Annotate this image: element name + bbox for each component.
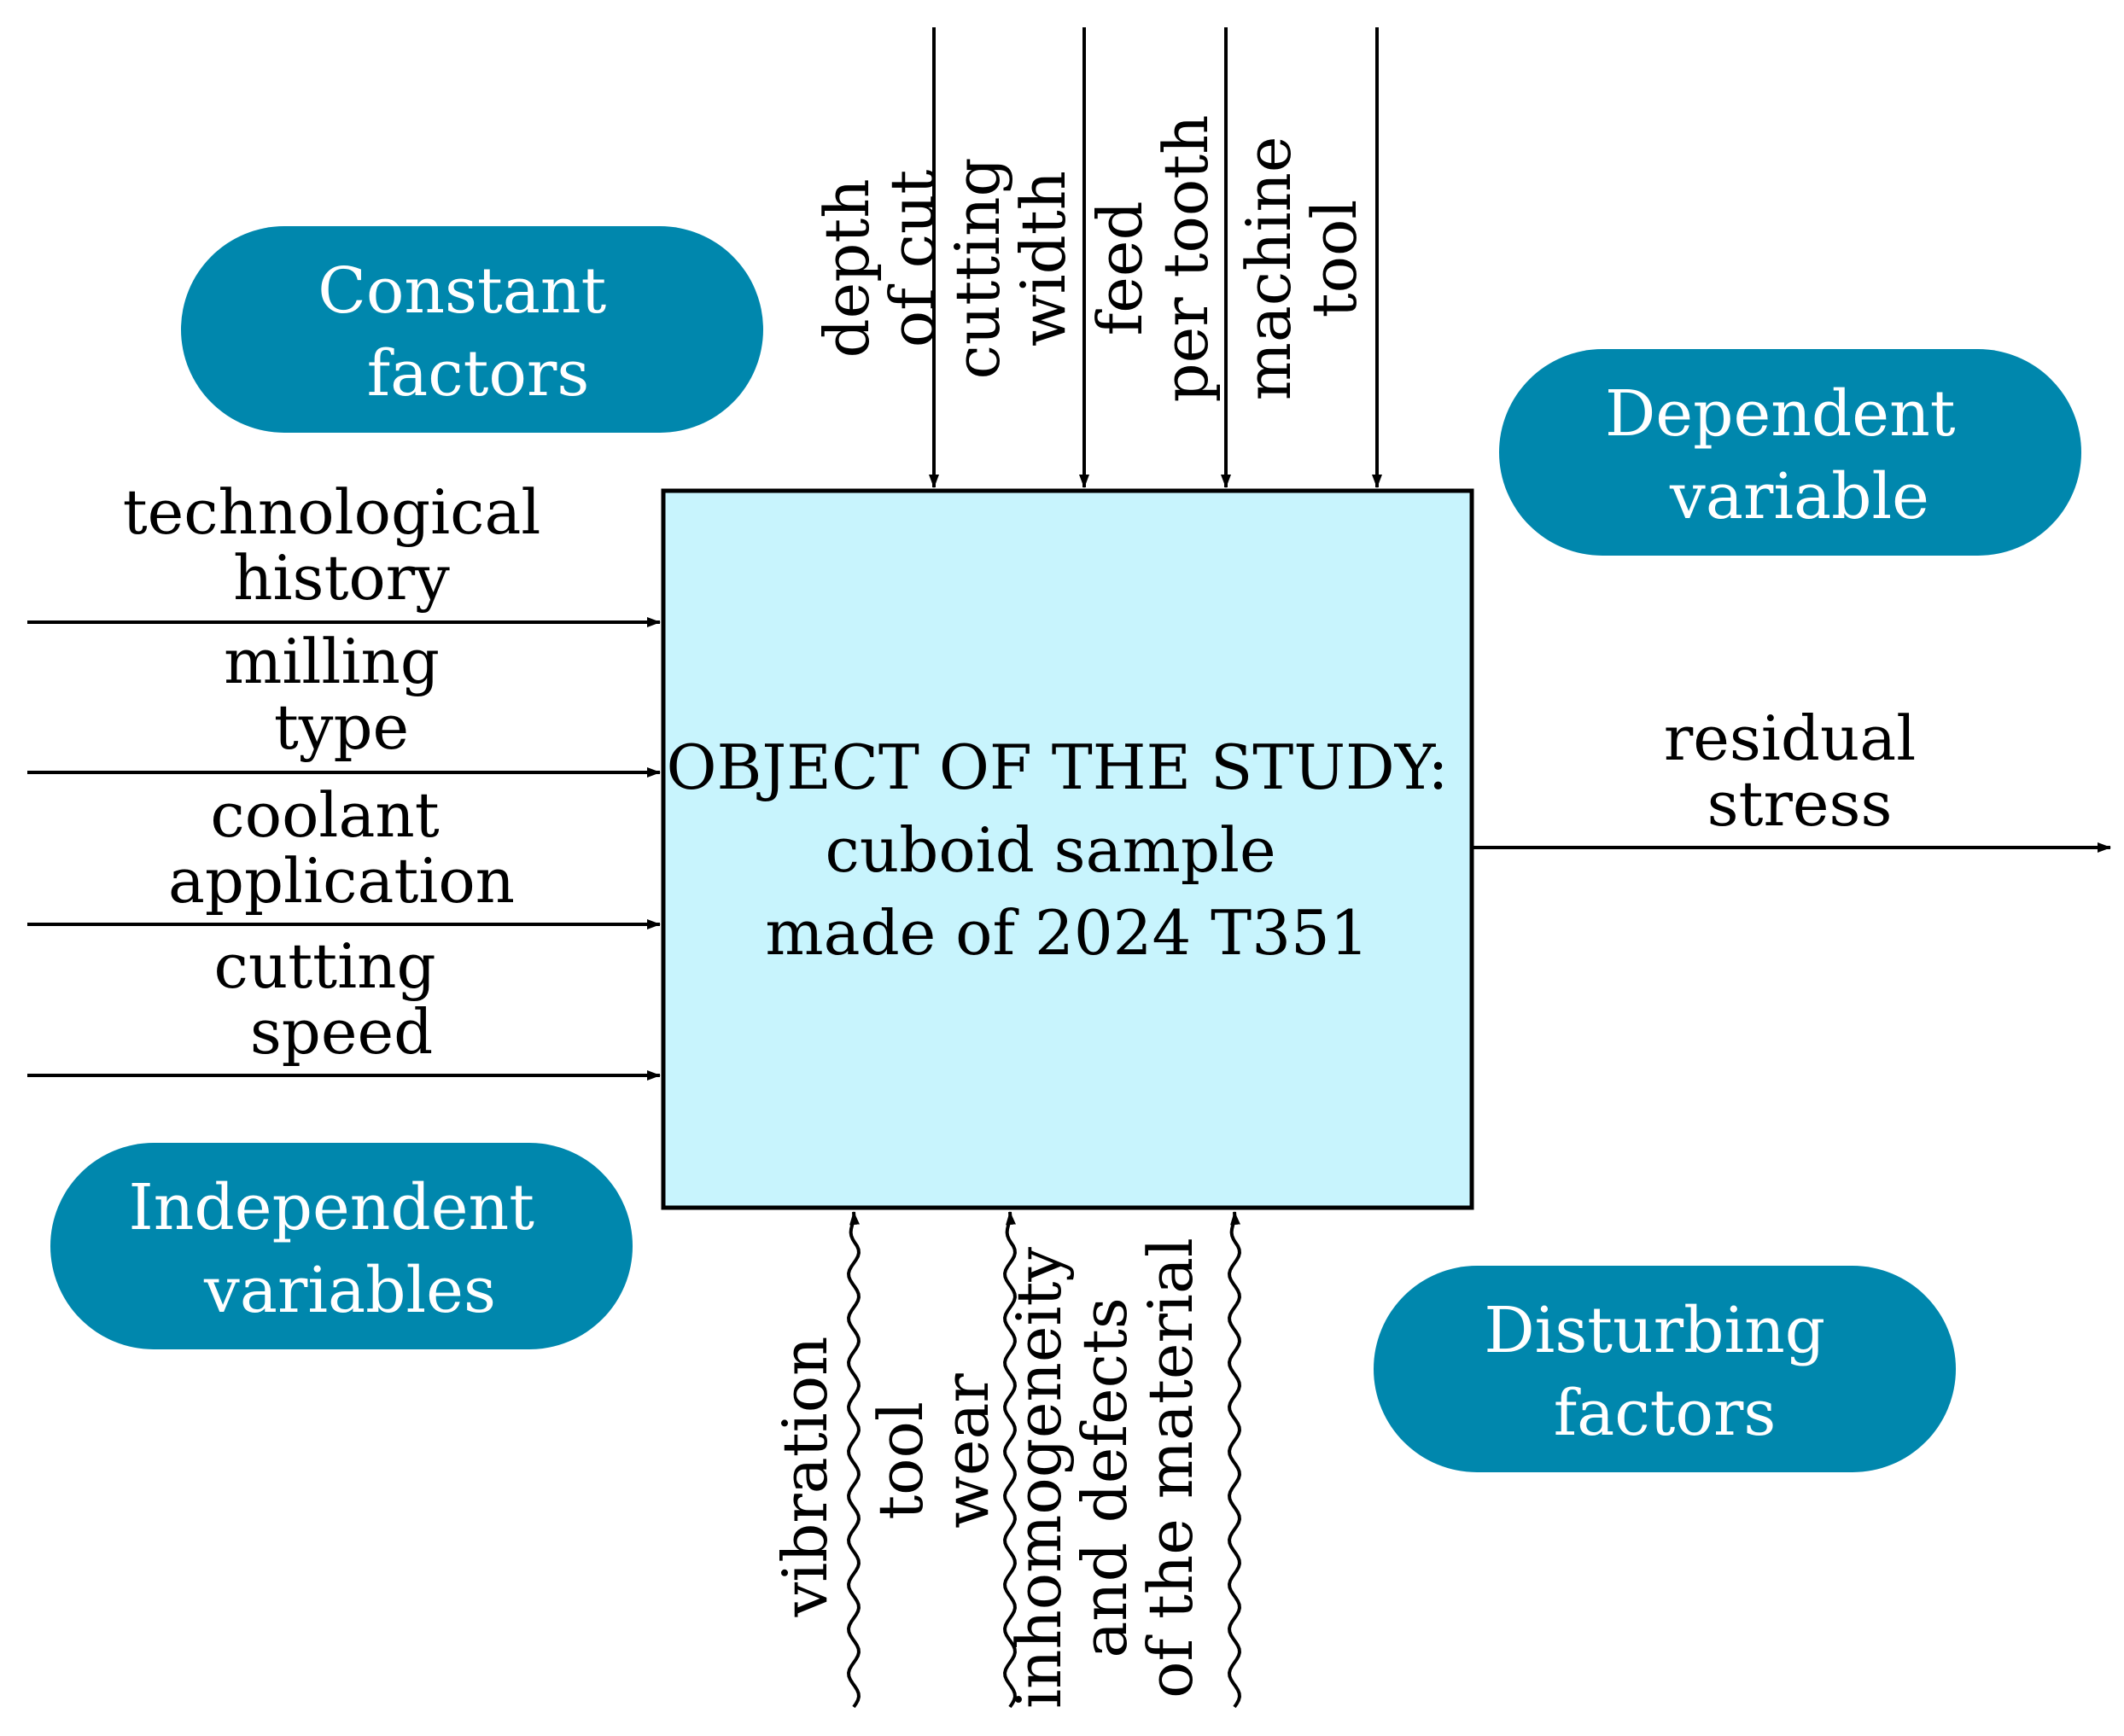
pill-dependent-line-2: variable xyxy=(1669,460,1929,533)
pill-shape xyxy=(1374,1266,1956,1472)
pill-shape xyxy=(181,226,763,433)
label-vibration: vibration xyxy=(769,1337,841,1618)
pill-independent-line-2: variables xyxy=(203,1254,496,1327)
object-box-rect xyxy=(661,488,1474,1210)
svg-text:Disturbing factors: Disturbing factors xyxy=(1484,1294,1845,1450)
top-input-arrows xyxy=(929,27,1382,488)
object-box-line-3: made of 2024 T351 xyxy=(765,897,1368,969)
label-coolant-application: coolant application xyxy=(168,779,515,917)
label-feed-per-tooth: feed per tooth xyxy=(1084,115,1222,403)
svg-text:Constant factors: Constant factors xyxy=(318,254,627,411)
label-inhomogeneity-and-defects: inhomogeneity and defects of the materia… xyxy=(1003,1227,1206,1709)
svg-text:Dependent variable: Dependent variable xyxy=(1605,377,1975,533)
bottom-input-arrows xyxy=(847,1211,1241,1709)
output: residual stress xyxy=(1473,702,2111,853)
pill-independent-line-1: Independent xyxy=(129,1171,535,1244)
wavy-arrow-vibration xyxy=(847,1211,861,1709)
label-cutting-width: cutting width xyxy=(942,138,1079,380)
label-cutting-speed: cutting speed xyxy=(214,930,456,1068)
object-box-line-1: OBJECT OF THE STUDY: xyxy=(666,731,1448,803)
label-depth-of-cut: depth of cut xyxy=(811,160,948,358)
wavy-arrow-inhomogeneity xyxy=(1228,1211,1241,1709)
label-residual-stress: residual stress xyxy=(1664,702,1935,840)
pill-independent-variables: Independent variables xyxy=(50,1143,633,1349)
label-technological-history: technological history xyxy=(123,476,561,614)
pill-constant-line-2: factors xyxy=(367,337,590,411)
pill-shape xyxy=(50,1143,633,1349)
svg-text:Independent variables: Independent variables xyxy=(129,1171,555,1327)
object-box-line-2: cuboid sample xyxy=(826,814,1276,886)
wavy-arrow-tool-wear xyxy=(1003,1211,1017,1709)
pill-constant-line-1: Constant xyxy=(318,254,606,328)
label-milling-type: milling type xyxy=(224,626,459,763)
label-tool-wear: tool wear xyxy=(865,1373,1002,1529)
pill-dependent-variable: Dependent variable xyxy=(1499,349,2081,556)
bottom-input-labels: vibration tool wear inhomogeneity and de… xyxy=(769,1227,1206,1709)
pill-disturbing-factors: Disturbing factors xyxy=(1374,1266,1956,1472)
left-input-arrows xyxy=(27,617,661,1081)
object-box: OBJECT OF THE STUDY: cuboid sample made … xyxy=(661,488,1474,1210)
pill-disturbing-line-1: Disturbing xyxy=(1484,1294,1825,1367)
pill-shape xyxy=(1499,349,2081,556)
pill-dependent-line-1: Dependent xyxy=(1605,377,1956,451)
label-machine-tool: machine tool xyxy=(1233,117,1370,401)
top-input-labels: depth of cut cutting width feed per toot… xyxy=(811,115,1370,403)
pill-constant-factors: Constant factors xyxy=(181,226,763,433)
left-input-labels: technological history milling type coola… xyxy=(123,476,561,1068)
svg-text:OBJECT OF THE STUDY: cub: OBJECT OF THE STUDY: cuboid sample made … xyxy=(666,731,1468,969)
pill-disturbing-line-2: factors xyxy=(1554,1377,1777,1450)
